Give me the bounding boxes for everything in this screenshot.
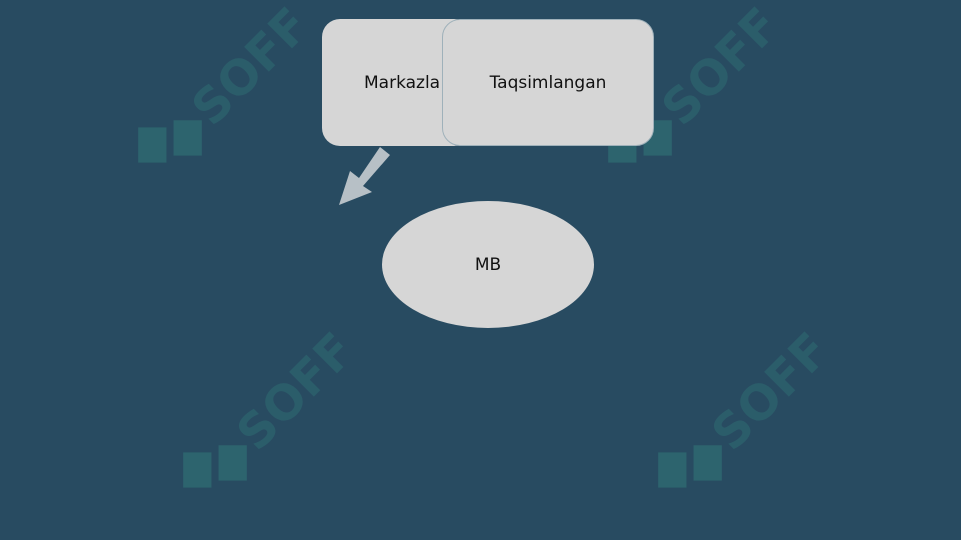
watermark-label: SOFF bbox=[701, 322, 840, 461]
node-mb-label: MB bbox=[474, 254, 502, 275]
soff-logo-icon bbox=[138, 120, 202, 163]
node-taqsimlangan: Taqsimlangan bbox=[442, 19, 654, 146]
watermark-label: SOFF bbox=[226, 322, 365, 461]
node-taqsimlangan-label: Taqsimlangan bbox=[489, 72, 607, 93]
soff-watermark-3: SOFF bbox=[183, 322, 366, 488]
node-markazlashgan-label: Markazla bbox=[364, 72, 441, 93]
node-mb: MB bbox=[382, 201, 594, 328]
watermark-label: SOFF bbox=[651, 0, 790, 137]
arrow-down-left-icon bbox=[339, 147, 390, 205]
soff-logo-icon bbox=[183, 445, 247, 488]
soff-logo-icon bbox=[658, 445, 722, 488]
soff-watermark-4: SOFF bbox=[658, 322, 841, 488]
soff-watermark-1: SOFF bbox=[138, 0, 321, 163]
watermark-label: SOFF bbox=[181, 0, 320, 137]
